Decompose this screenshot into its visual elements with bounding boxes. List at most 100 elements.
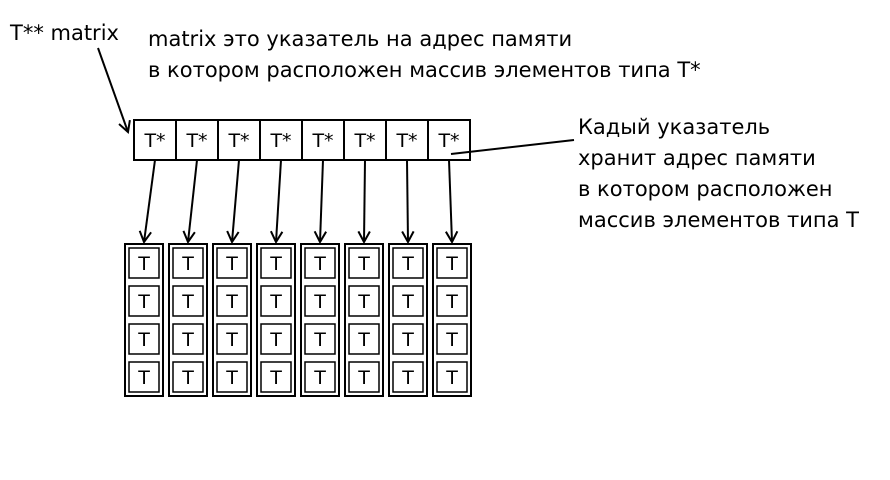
element-cell (216, 323, 248, 355)
element-cell-label: T (181, 367, 194, 389)
element-cell (172, 323, 204, 355)
element-cell (304, 323, 336, 355)
pointer-arrow (448, 159, 453, 243)
element-cell-label: T (313, 291, 326, 313)
element-cell-label: T (181, 291, 194, 313)
element-cell (216, 361, 248, 393)
element-cell (216, 285, 248, 317)
description-line: в котором расположен массив элементов ти… (148, 58, 701, 82)
element-cell (436, 285, 468, 317)
element-cell-label: T (313, 253, 326, 275)
element-cell-label: T (225, 253, 238, 275)
pointer-cell-label: T* (227, 130, 249, 152)
element-cell-label: T (357, 367, 370, 389)
element-cell-label: T (225, 291, 238, 313)
arrow-head (269, 230, 284, 245)
element-cell (128, 361, 160, 393)
element-cell-label: T (313, 329, 326, 351)
pointer-cell-label: T* (437, 130, 459, 152)
pointer-arrow (275, 159, 282, 243)
element-cell-label: T (137, 367, 150, 389)
element-cell (348, 361, 380, 393)
element-array-frame (256, 243, 296, 397)
element-cell-label: T (357, 291, 370, 313)
element-cell (436, 323, 468, 355)
arrow-head (138, 230, 152, 245)
note-line: хранит адрес памяти (578, 146, 816, 170)
element-cell (260, 285, 292, 317)
element-cell-label: T (181, 253, 194, 275)
pointer-note: Кадый указатель хранит адрес памяти в ко… (578, 112, 859, 236)
pointer-arrow (143, 159, 156, 243)
element-cell (348, 285, 380, 317)
element-cell (348, 247, 380, 279)
pointer-cell-label: T* (311, 130, 333, 152)
element-cell-label: T (445, 329, 458, 351)
element-cell-label: T (269, 253, 282, 275)
note-line: массив элементов типа Т (578, 208, 859, 232)
element-cell (436, 361, 468, 393)
element-cell-label: T (357, 329, 370, 351)
element-cell (260, 323, 292, 355)
matrix-description: matrix это указатель на адрес памяти в к… (148, 24, 701, 86)
element-cell-label: T (401, 291, 414, 313)
element-cell-label: T (313, 367, 326, 389)
pointer-cell-label: T* (269, 130, 291, 152)
arrow-head (118, 119, 131, 134)
element-cell-label: T (225, 367, 238, 389)
element-cell-label: T (401, 329, 414, 351)
element-array-frame (124, 243, 164, 397)
note-line: в котором расположен (578, 177, 833, 201)
element-cell-label: T (137, 291, 150, 313)
pointer-arrow (363, 159, 366, 243)
note-line: Кадый указатель (578, 115, 771, 139)
element-cell (128, 285, 160, 317)
description-line: matrix это указатель на адрес памяти (148, 27, 573, 51)
pointer-cell-label: T* (353, 130, 375, 152)
pointer-cell-label: T* (185, 130, 207, 152)
element-cell-label: T (269, 291, 282, 313)
matrix-arrow (97, 47, 129, 133)
element-cell (216, 247, 248, 279)
element-cell-label: T (445, 291, 458, 313)
variable-label: T** matrix (10, 21, 119, 45)
element-cell (128, 323, 160, 355)
element-cell-label: T (269, 367, 282, 389)
note-leader-line (450, 139, 575, 155)
element-cell (436, 247, 468, 279)
element-cell (304, 247, 336, 279)
pointer-cell-label: T* (395, 130, 417, 152)
element-cell (392, 361, 424, 393)
arrow-head (401, 230, 415, 245)
element-array-frame (432, 243, 472, 397)
pointer-arrow (319, 159, 324, 243)
element-cell (392, 247, 424, 279)
element-cell-label: T (401, 253, 414, 275)
element-cell (172, 247, 204, 279)
pointer-cell-label: T* (143, 130, 165, 152)
element-cell (392, 285, 424, 317)
element-array-frame (300, 243, 340, 397)
element-cell (260, 247, 292, 279)
element-cell (392, 323, 424, 355)
element-cell-label: T (137, 253, 150, 275)
element-cell (304, 361, 336, 393)
element-cell (348, 323, 380, 355)
arrow-head (357, 230, 371, 245)
pointer-arrow (406, 159, 409, 243)
pointer-arrow (187, 159, 198, 243)
element-cell-label: T (445, 367, 458, 389)
element-cell (172, 361, 204, 393)
element-cell (304, 285, 336, 317)
arrow-head (182, 230, 196, 245)
element-array-frame (168, 243, 208, 397)
element-cell-label: T (445, 253, 458, 275)
element-cell (128, 247, 160, 279)
element-cell-label: T (225, 329, 238, 351)
element-cell (260, 361, 292, 393)
pointer-arrow (231, 159, 240, 243)
arrow-head (445, 230, 459, 245)
arrow-head (313, 230, 327, 245)
element-cell-label: T (401, 367, 414, 389)
